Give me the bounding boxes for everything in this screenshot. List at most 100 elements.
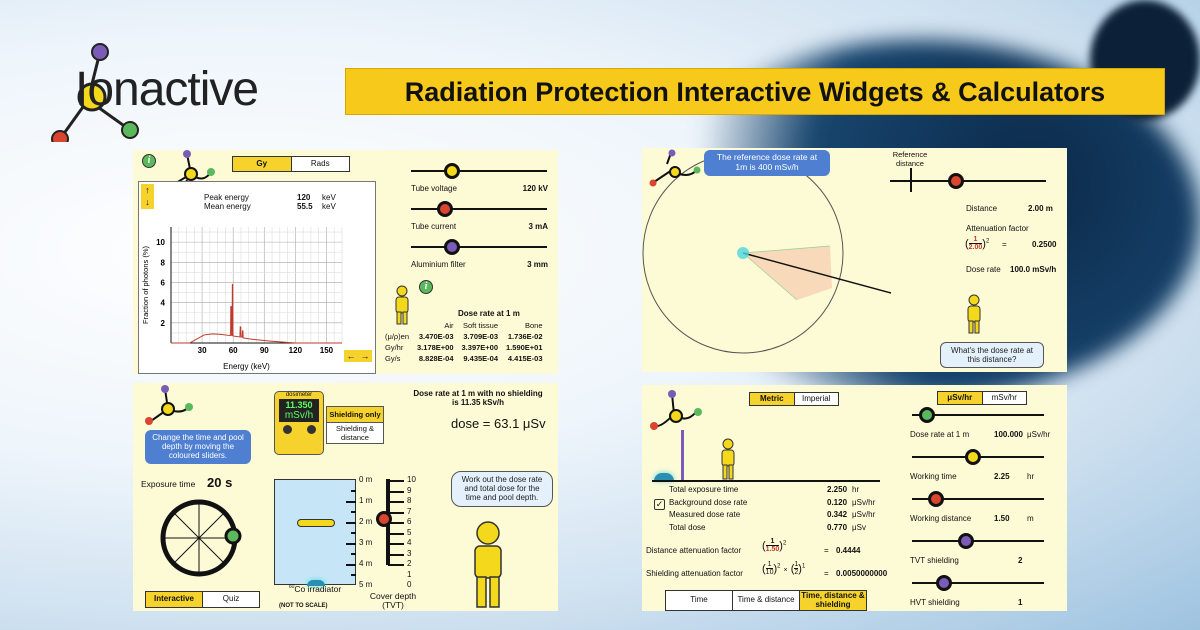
quiz-tab[interactable]: Quiz [203, 592, 259, 607]
peak-energy-label: Peak energy [204, 193, 249, 202]
depth-tick-label: 1 m [359, 496, 373, 505]
slider-3[interactable] [912, 533, 1044, 549]
row-label: (μ/ρ)en [385, 332, 410, 341]
background-checkbox[interactable]: ✓ [654, 499, 665, 510]
tvt-tick-label: 1 [407, 569, 412, 579]
slider-0[interactable] [912, 407, 1044, 423]
logo-text: Ionactive [75, 63, 259, 116]
slider-knob[interactable] [935, 575, 952, 591]
slider-knob[interactable] [918, 407, 935, 423]
slider-knob[interactable] [927, 491, 944, 507]
slider-value: 3 mm [527, 260, 548, 269]
slider-1[interactable] [912, 449, 1044, 465]
cell: 9.435E-04 [463, 354, 499, 363]
result-label: Total dose [669, 522, 706, 532]
person-figure-icon [721, 438, 735, 480]
usv-hr-button[interactable]: μSv/hr [938, 392, 983, 404]
slider-knob[interactable] [443, 163, 460, 179]
tvt-tick [388, 522, 404, 524]
mode-toggle: Interactive Quiz [145, 591, 260, 608]
slider-label: TVT shielding [910, 556, 959, 565]
imperial-button[interactable]: Imperial [794, 393, 838, 405]
spectrum-line [171, 283, 342, 344]
tab-time-distance-shielding[interactable]: Time, distance & shielding [800, 590, 866, 610]
y-tick-label: 6 [161, 278, 166, 287]
unit-rads-button[interactable]: Rads [291, 157, 349, 171]
row-label: Gy/hr [385, 343, 404, 352]
depth-tick [346, 522, 356, 524]
not-to-scale-note: (NOT TO SCALE) [279, 603, 328, 609]
isotope-number: 60 [288, 584, 295, 590]
fraction-denominator: 2.00 [968, 243, 983, 251]
diver-figure-icon [297, 519, 335, 527]
tab-time-distance[interactable]: Time & distance [733, 591, 800, 610]
time-distance-shielding-widget: Metric Imperial μSv/hr mSv/hr ✓ Distance… [642, 385, 1067, 611]
slider-value: 120 kV [522, 184, 548, 193]
info-icon[interactable]: i [142, 154, 156, 168]
info-icon[interactable]: i [419, 280, 433, 294]
logo-molecule-icon [51, 43, 139, 142]
distance-factor-value: 0.4444 [836, 546, 861, 555]
slider-knob[interactable] [958, 533, 975, 549]
depth-tick [346, 564, 356, 566]
arrow-down-icon[interactable]: ↓ [145, 197, 150, 207]
result-unit: μSv/hr [852, 497, 876, 507]
distance-diagram [642, 149, 892, 354]
exposure-time-value: 20 s [207, 475, 233, 490]
slider-knob[interactable] [964, 449, 981, 465]
fraction-numerator: 1 [770, 538, 775, 545]
depth-tick-label: 0 m [359, 475, 373, 484]
person-figure-icon [474, 521, 502, 608]
dose-rate-label: Dose rate [966, 265, 1001, 274]
tvt-tick-label: 6 [407, 517, 412, 526]
equals-sign: = [824, 546, 829, 555]
distance-slider-knob[interactable] [948, 173, 964, 189]
slider-knob[interactable] [437, 201, 453, 217]
person-figure-icon [967, 294, 981, 334]
arrow-up-icon[interactable]: ↑ [145, 185, 150, 195]
tvt-tick [388, 543, 404, 545]
rate-unit-toggle: μSv/hr mSv/hr [937, 391, 1027, 405]
shielding-only-button[interactable]: Shielding only [327, 407, 383, 423]
dose-table-title: Dose rate at 1 m [458, 309, 520, 318]
row-label: Gy/s [385, 354, 401, 363]
spectrum-chart-box: ↑↓ Peak energy 120 keV Mean energy 55.5 … [138, 181, 376, 374]
shielding-distance-button[interactable]: Shielding & distance [327, 423, 383, 443]
slider-1[interactable] [411, 201, 547, 217]
y-tick-label: 10 [156, 238, 165, 247]
slider-value: 2.25 [994, 472, 1010, 481]
slider-value: 2 [1018, 556, 1023, 565]
arrow-left-icon[interactable]: ← [346, 351, 356, 361]
slider-2[interactable] [411, 239, 547, 255]
y-tick-label: 8 [161, 258, 166, 267]
result-value: 2.250 [827, 485, 848, 494]
slider-0[interactable] [411, 163, 547, 179]
metric-button[interactable]: Metric [750, 393, 795, 405]
depth-tick-label: 2 m [359, 517, 373, 526]
distance-slider[interactable] [890, 173, 1046, 189]
msv-hr-button[interactable]: mSv/hr [982, 392, 1026, 404]
slider-knob[interactable] [443, 239, 460, 255]
time-dial[interactable] [157, 496, 247, 586]
distance-ruler [742, 252, 892, 294]
column-header [381, 320, 413, 331]
arrow-right-icon[interactable]: → [360, 351, 370, 361]
mascot-icon [145, 385, 193, 425]
cell: 3.470E-03 [418, 332, 454, 341]
slider-2[interactable] [912, 491, 1044, 507]
dosimeter-button[interactable] [306, 425, 316, 434]
interactive-tab[interactable]: Interactive [146, 592, 203, 607]
unit-gy-button[interactable]: Gy [233, 157, 292, 171]
x-tick-label: 90 [260, 346, 269, 355]
tab-time[interactable]: Time [666, 591, 733, 610]
slider-unit: m [1027, 514, 1034, 523]
slider-4[interactable] [912, 575, 1044, 591]
equals-sign: = [1002, 240, 1007, 249]
distance-factor-label: Distance attenuation factor [646, 546, 742, 555]
dosimeter-button[interactable] [282, 425, 292, 434]
